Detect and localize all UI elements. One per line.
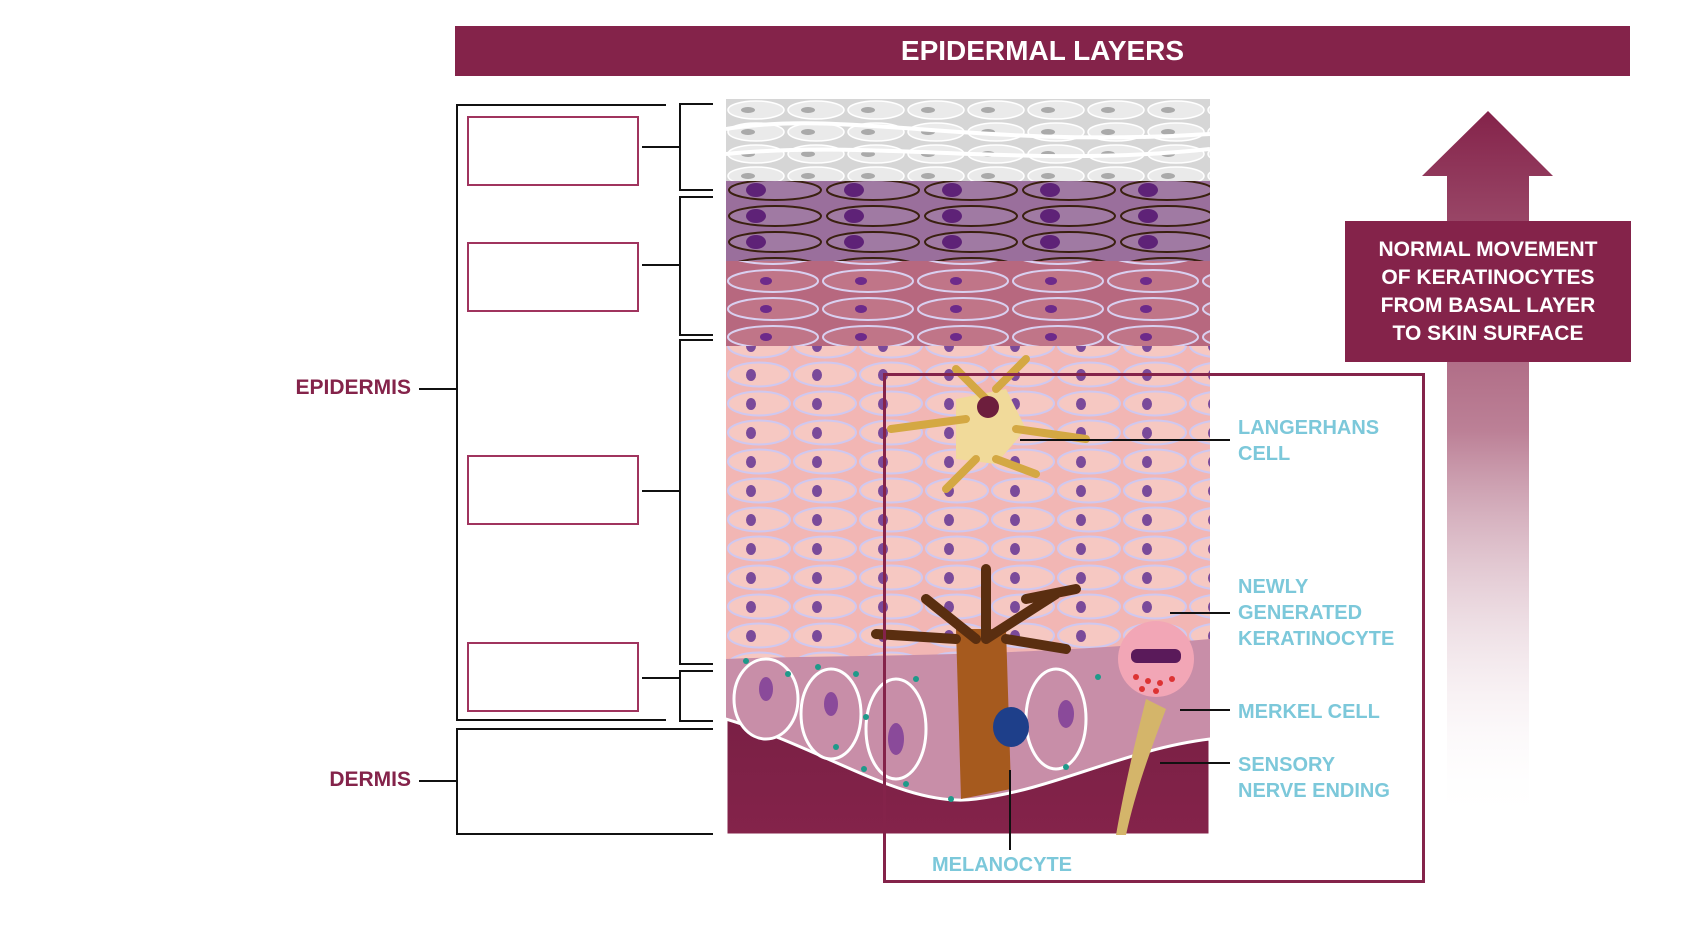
label-line: NEWLY	[1238, 576, 1309, 598]
skin-cross-section-illustration	[726, 99, 1210, 835]
blank-label-box-3[interactable]	[467, 455, 639, 525]
label-line: NERVE ENDING	[1238, 780, 1390, 802]
blank-label-box-4[interactable]	[467, 642, 639, 712]
bracket-line	[456, 104, 666, 106]
blank-label-box-2[interactable]	[467, 242, 639, 312]
melanocyte-label: MELANOCYTE	[932, 854, 1072, 876]
keratinocyte-label: NEWLY GENERATED KERATINOCYTE	[1238, 574, 1394, 652]
dermis-leader	[419, 780, 457, 782]
bracket-line	[456, 719, 666, 721]
bracket-line	[456, 833, 713, 835]
blank-label-box-1[interactable]	[467, 116, 639, 186]
merkel-cell-label: MERKEL CELL	[1238, 701, 1380, 723]
sensory-nerve-label: SENSORY NERVE ENDING	[1238, 752, 1390, 804]
epidermis-leader	[419, 388, 457, 390]
dermis-bracket	[456, 728, 458, 835]
layer-brackets	[642, 103, 713, 722]
title-banner: EPIDERMAL LAYERS	[455, 26, 1630, 76]
note-line: TO SKIN SURFACE	[1392, 321, 1584, 345]
note-line: NORMAL MOVEMENT	[1378, 237, 1598, 261]
langerhans-cell-label: LANGERHANS CELL	[1238, 415, 1379, 467]
note-line: FROM BASAL LAYER	[1380, 293, 1596, 317]
bracket-line	[456, 728, 713, 730]
label-line: CELL	[1238, 443, 1291, 465]
label-line: SENSORY	[1238, 754, 1336, 776]
label-line: LANGERHANS	[1238, 417, 1380, 439]
epidermis-label: EPIDERMIS	[295, 376, 411, 399]
title: EPIDERMAL LAYERS	[900, 35, 1185, 66]
inset-frame	[883, 373, 1425, 883]
epidermis-bracket	[456, 104, 458, 721]
movement-note-box: NORMAL MOVEMENT OF KERATINOCYTES FROM BA…	[1345, 221, 1631, 362]
note-line: OF KERATINOCYTES	[1381, 265, 1595, 289]
label-line: KERATINOCYTE	[1238, 628, 1395, 650]
upward-arrow-icon	[1422, 111, 1553, 823]
dermis-label: DERMIS	[329, 768, 411, 791]
label-line: GENERATED	[1238, 602, 1363, 624]
